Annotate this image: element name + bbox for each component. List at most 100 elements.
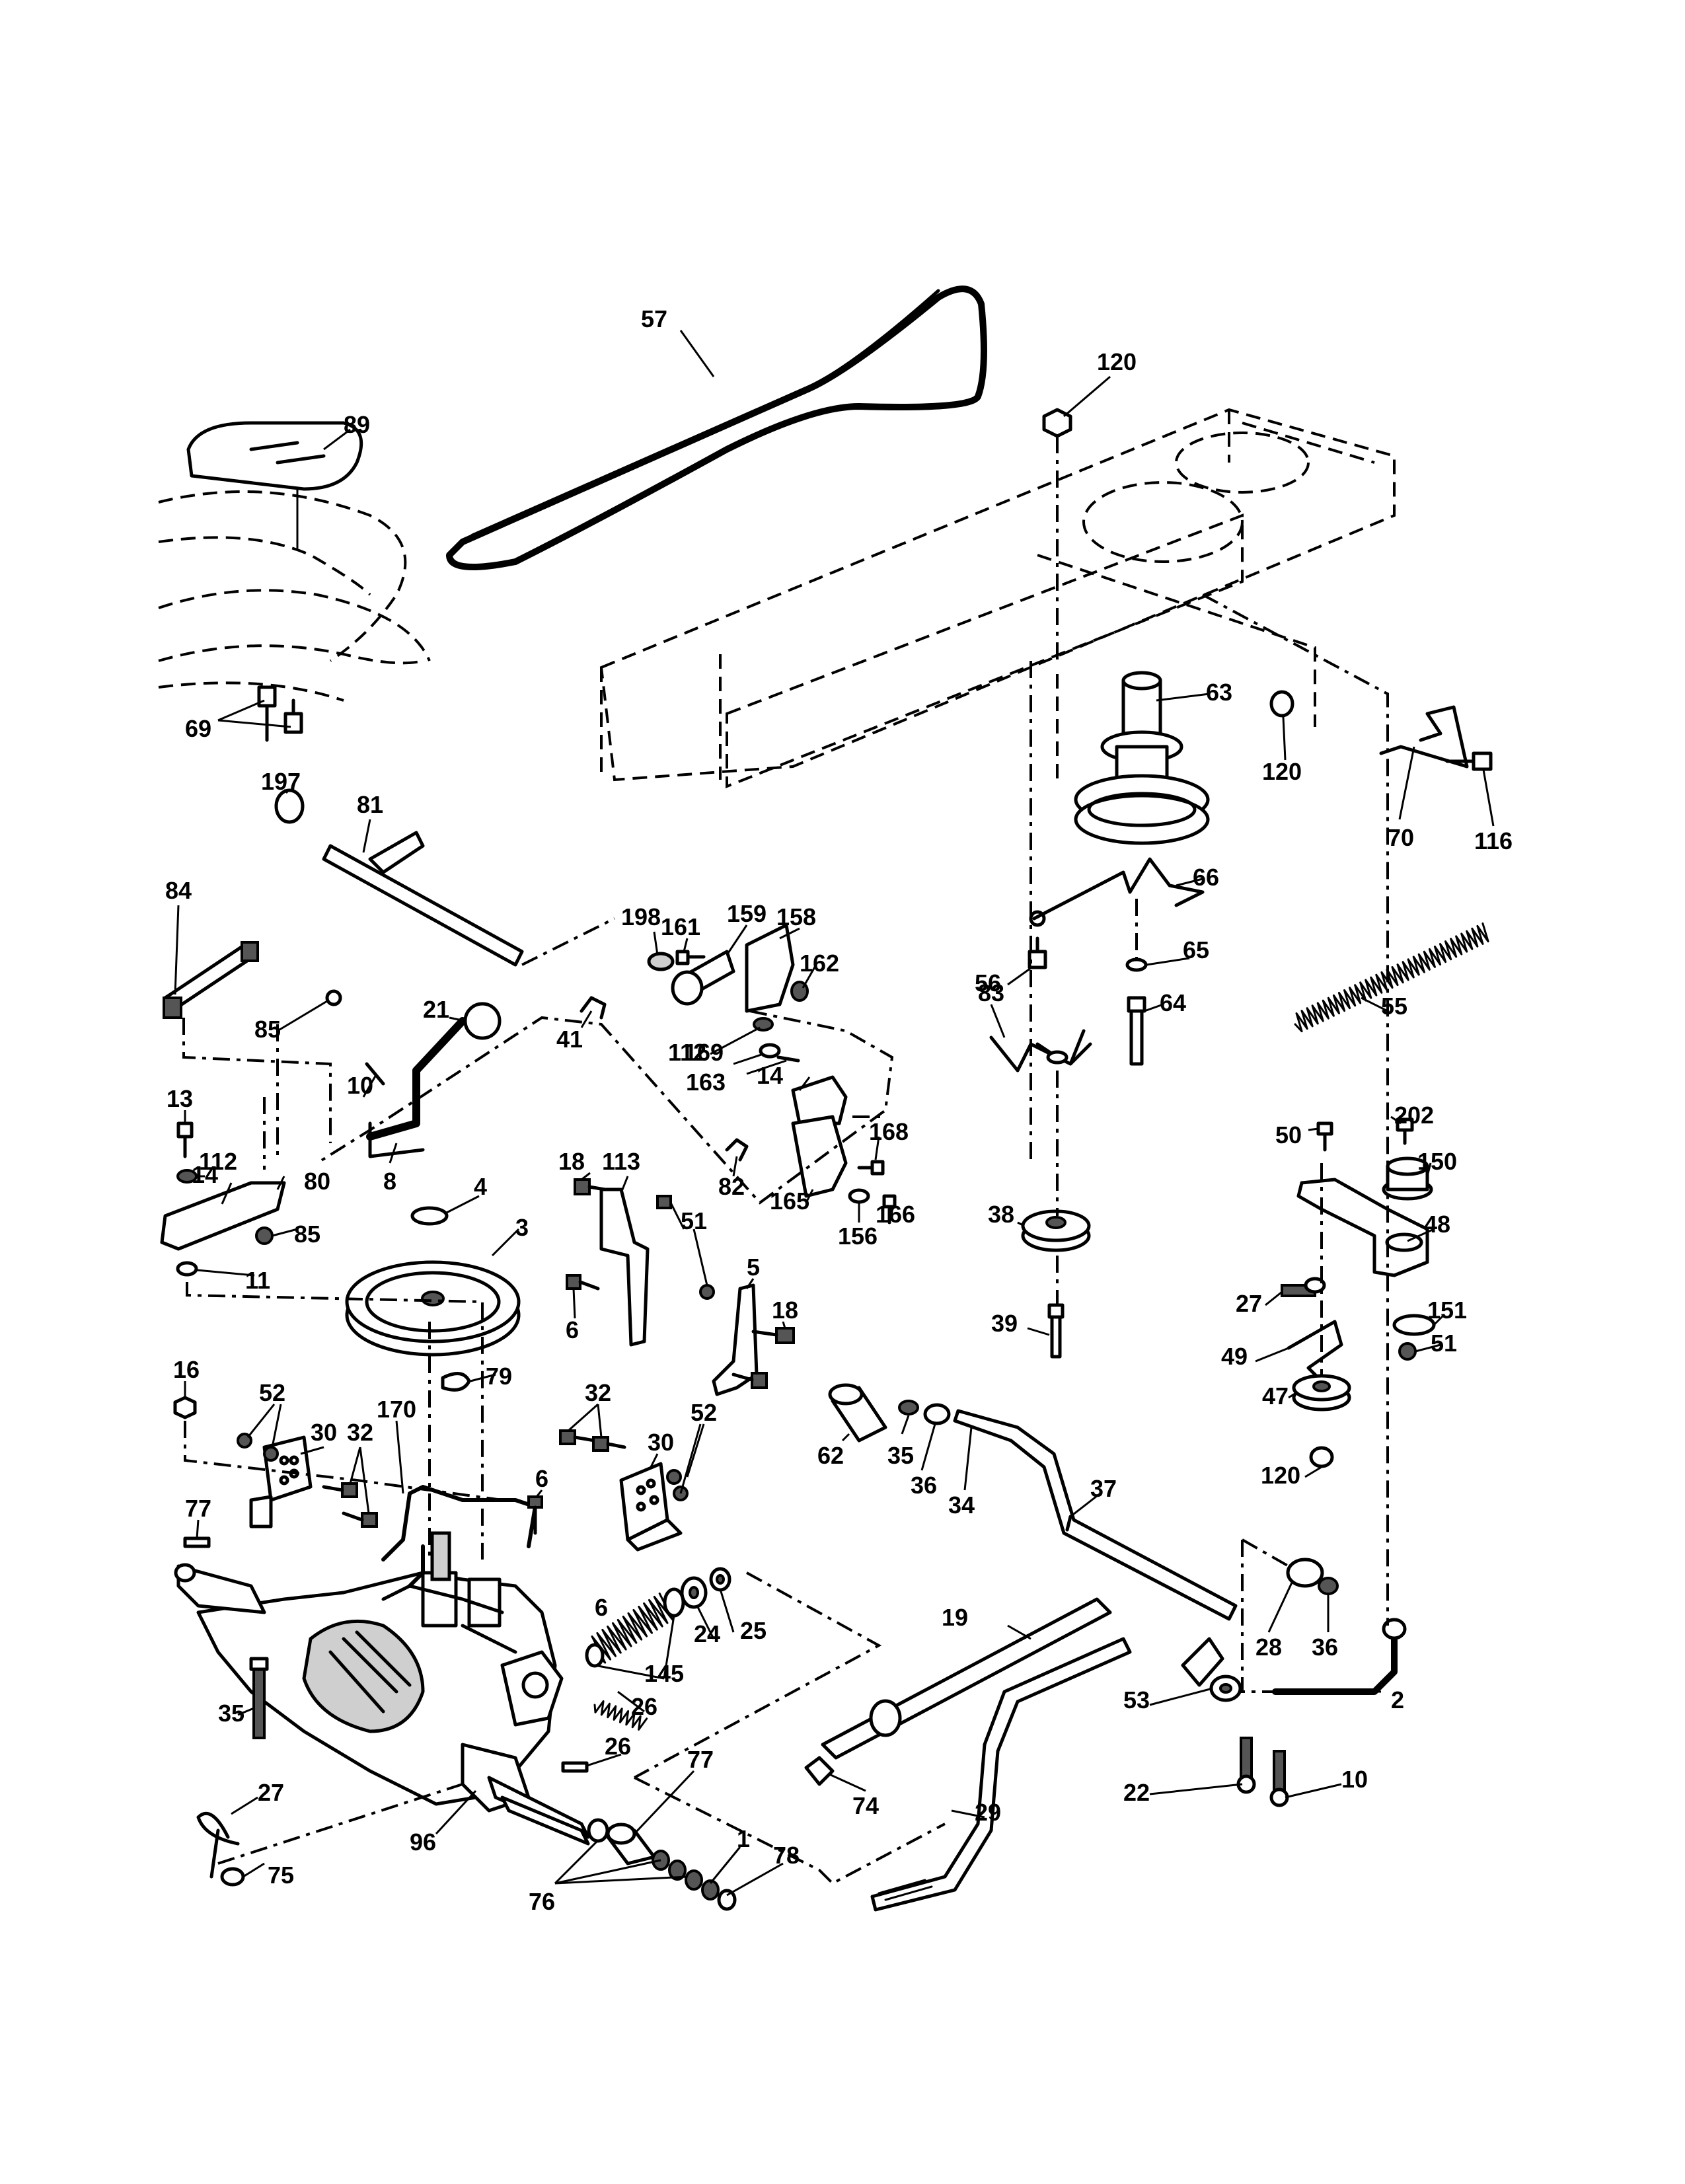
- part-26-washer-left: [220, 1867, 245, 1887]
- callout-18: 18: [558, 1148, 585, 1175]
- part-77-key-b: [561, 1761, 589, 1773]
- callout-74: 74: [852, 1792, 879, 1819]
- callout-168: 168: [869, 1118, 909, 1145]
- part-39-bolt: [1047, 1303, 1065, 1359]
- part-202-bolt: [1396, 1117, 1414, 1145]
- callout-36: 36: [911, 1472, 937, 1499]
- callout-78: 78: [773, 1842, 800, 1869]
- callout-113: 113: [602, 1148, 640, 1175]
- callout-116: 116: [1474, 827, 1513, 854]
- part-145-bolt: [249, 1657, 269, 1739]
- part-32-bolt: [322, 1482, 378, 1528]
- part-158-bracket: [745, 923, 795, 1013]
- callout-37: 37: [1090, 1475, 1117, 1502]
- callout-158: 158: [776, 903, 816, 930]
- callout-169: 169: [684, 1039, 724, 1066]
- part-80-bracket: [160, 1181, 286, 1251]
- part-32-bolt-b: [559, 1429, 626, 1452]
- part-35-washer: [898, 1400, 919, 1415]
- part-18-bolt-b: [751, 1327, 795, 1344]
- part-65-washer: [1125, 958, 1148, 972]
- callout-75: 75: [268, 1862, 294, 1889]
- part-85-nut-lower: [255, 1226, 274, 1245]
- part-77-key: [183, 1536, 211, 1548]
- callout-83: 83: [978, 979, 1004, 1006]
- callout-8: 8: [383, 1168, 396, 1195]
- callout-150: 150: [1417, 1148, 1457, 1175]
- reference-lines: [182, 593, 1389, 1885]
- part-6-bolt: [566, 1274, 600, 1291]
- part-163-pin: [776, 1055, 800, 1063]
- callout-26: 26: [631, 1693, 657, 1720]
- part-2-spring: [593, 1700, 648, 1731]
- callout-41: 41: [556, 1026, 583, 1053]
- part-69-bolts: [257, 685, 303, 742]
- part-76-nut: [717, 1889, 737, 1911]
- callout-198: 198: [621, 903, 661, 930]
- callout-162: 162: [800, 950, 839, 977]
- part-165-bracket: [791, 1115, 848, 1198]
- callout-6: 6: [566, 1316, 579, 1343]
- callout-81: 81: [357, 791, 383, 818]
- leader-lines: [174, 330, 1495, 1897]
- part-47-pulley: [1292, 1374, 1351, 1412]
- part-3-pulley: [345, 1260, 521, 1357]
- callout-3: 3: [515, 1214, 529, 1241]
- callout-49: 49: [1221, 1343, 1248, 1370]
- callout-66: 66: [1193, 864, 1219, 891]
- part-35-washer-right: [1318, 1577, 1339, 1595]
- callout-96: 96: [410, 1828, 436, 1856]
- callout-77: 77: [687, 1746, 714, 1773]
- part-78-washer: [701, 1879, 720, 1901]
- part-53-rod: [1272, 1629, 1398, 1695]
- part-116-bolt: [1445, 751, 1493, 771]
- callout-5: 5: [747, 1254, 760, 1281]
- callout-53: 53: [1123, 1686, 1150, 1713]
- callout-16: 16: [173, 1356, 200, 1383]
- part-22-rod: [870, 1637, 1132, 1912]
- callout-85: 85: [254, 1016, 281, 1043]
- callout-2: 2: [1391, 1686, 1404, 1713]
- part-19-bushing: [680, 1576, 708, 1609]
- callout-14: 14: [192, 1161, 218, 1188]
- part-14-washer-b: [759, 1043, 781, 1059]
- chassis-frame: [599, 408, 1396, 788]
- part-29-end: [804, 1756, 835, 1786]
- callout-120: 120: [1262, 758, 1302, 785]
- part-13-bolt: [176, 1121, 194, 1158]
- callout-56: 56: [975, 969, 1001, 997]
- part-197-bushing: [274, 788, 305, 824]
- part-1-transaxle: [174, 1531, 590, 1839]
- callout-112: 112: [199, 1148, 237, 1175]
- part-50-bolt: [1316, 1121, 1333, 1152]
- callout-156: 156: [838, 1223, 878, 1250]
- callout-11: 11: [245, 1267, 270, 1294]
- part-169-clip: [580, 996, 607, 1020]
- part-27-bolt-upper: [1281, 1277, 1326, 1297]
- callout-159: 159: [727, 900, 767, 927]
- part-63-pulley: [1074, 671, 1210, 845]
- callout-51: 51: [1431, 1330, 1457, 1357]
- callout-48: 48: [1424, 1211, 1450, 1238]
- callout-6: 6: [535, 1465, 548, 1492]
- callout-84: 84: [165, 877, 192, 904]
- callout-165: 165: [770, 1187, 809, 1215]
- callout-35: 35: [218, 1700, 244, 1727]
- part-48-bracket: [1296, 1178, 1429, 1277]
- callout-22: 22: [1123, 1779, 1150, 1806]
- callout-34: 34: [948, 1491, 975, 1519]
- callout-82: 82: [718, 1173, 745, 1200]
- part-36-washer-right: [1286, 1558, 1324, 1588]
- callout-19: 19: [942, 1604, 968, 1631]
- part-16-nut: [173, 1396, 197, 1419]
- part-81-shaft: [322, 831, 524, 967]
- part-36-washer: [923, 1403, 951, 1425]
- callout-76: 76: [529, 1888, 555, 1915]
- part-96-clip: [196, 1811, 240, 1879]
- callout-145: 145: [644, 1660, 684, 1687]
- part-30-bracket-b: [619, 1462, 683, 1552]
- callout-120: 120: [1097, 348, 1137, 375]
- part-4-clip: [410, 1206, 449, 1226]
